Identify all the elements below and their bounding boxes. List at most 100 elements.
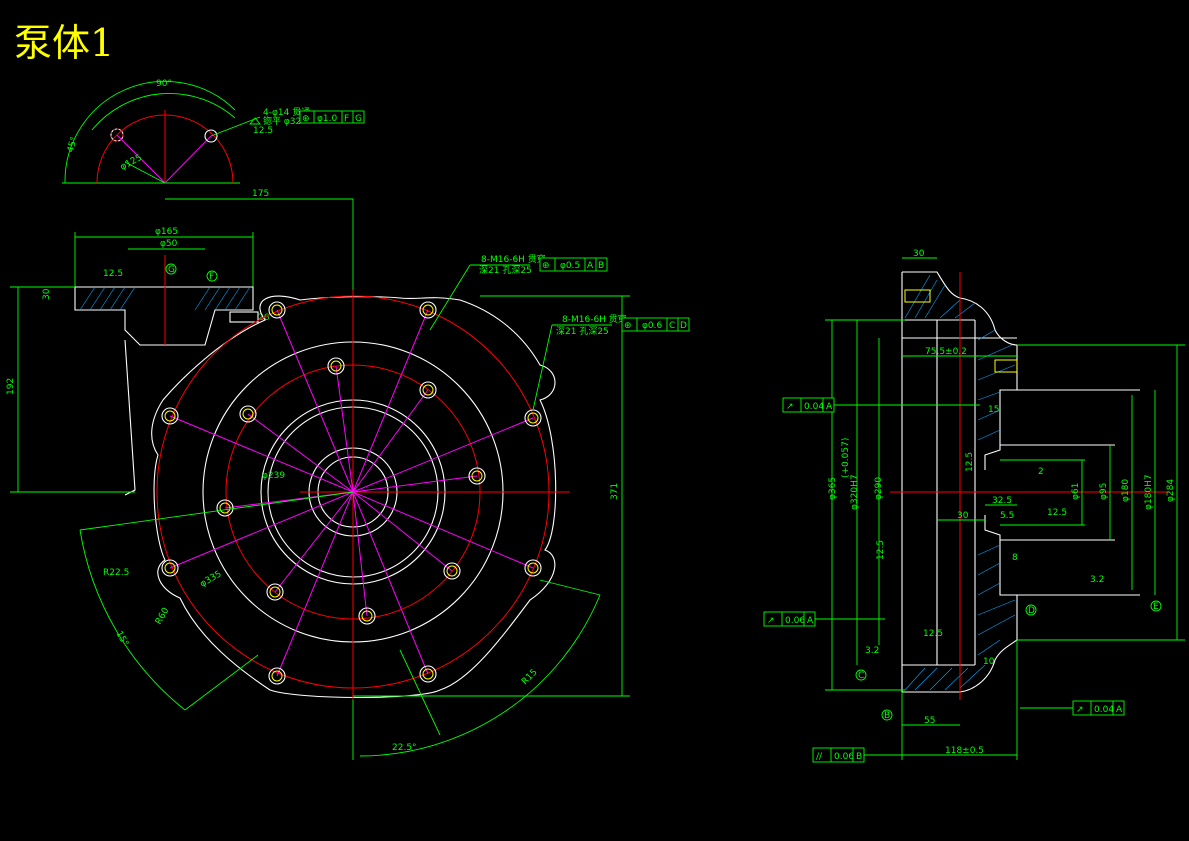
front-view: 175 φ165 φ50 12.5 G F 26 bbox=[6, 189, 690, 760]
section-dia-180: φ180 bbox=[1121, 479, 1131, 502]
detail-hole-left-cb bbox=[110, 128, 124, 142]
svg-text:0.04: 0.04 bbox=[1094, 705, 1114, 715]
detail-angle-label: 90° bbox=[156, 79, 172, 89]
front-inner-holes bbox=[216, 357, 486, 625]
front-thread2-depth: 深21 孔深25 bbox=[556, 326, 609, 337]
front-dim-r225: R22.5 bbox=[103, 568, 129, 578]
front-roughness-top: 12.5 bbox=[103, 269, 123, 279]
section-outline-top bbox=[902, 271, 1018, 470]
front-outer-holes bbox=[161, 301, 542, 685]
detail-roughness-icon bbox=[249, 117, 261, 125]
section-runout3: ↗ 0.04 A bbox=[1020, 700, 1125, 716]
front-thread1-spec: 8-M16-6H 贯穿 bbox=[481, 253, 546, 265]
svg-text:0.06: 0.06 bbox=[785, 616, 805, 626]
svg-text:A: A bbox=[1116, 705, 1123, 715]
section-bolt-right bbox=[994, 359, 1018, 373]
detail-leader bbox=[124, 161, 166, 184]
section-dia-320: φ320H7 bbox=[850, 474, 860, 510]
svg-text:⊕: ⊕ bbox=[624, 321, 632, 331]
section-parallel: // 0.06 B bbox=[812, 747, 902, 763]
front-datum-g: G bbox=[168, 265, 175, 275]
svg-text:↗: ↗ bbox=[786, 402, 794, 412]
svg-text://: // bbox=[816, 752, 823, 762]
section-label-125b: 12.5 bbox=[1047, 508, 1067, 518]
section-datum-d: D bbox=[1028, 606, 1035, 616]
section-runout2: ↗ 0.06 A bbox=[763, 611, 885, 627]
detail-tol-symbol: ⊕ bbox=[302, 114, 310, 124]
detail-tolerance-frame: ⊕ φ1.0 F G bbox=[299, 110, 365, 124]
section-datum-c: C bbox=[858, 671, 864, 681]
front-arc-r225 bbox=[79, 529, 186, 711]
section-dia-tol: (+0.057) bbox=[841, 438, 851, 478]
svg-text:B: B bbox=[856, 752, 862, 762]
section-dia-365: φ365 bbox=[828, 477, 838, 500]
detail-tol-datum1: F bbox=[344, 114, 349, 124]
svg-text:φ0.5: φ0.5 bbox=[560, 261, 580, 271]
detail-angle2-label: 45° bbox=[66, 136, 80, 154]
detail-angle-arc bbox=[91, 92, 236, 131]
section-label-15: 15 bbox=[988, 405, 999, 415]
detail-hole-right bbox=[204, 129, 218, 143]
section-hatch-bottom bbox=[904, 544, 1016, 691]
front-dim-30: 30 bbox=[42, 288, 52, 300]
front-thread2-spec: 8-M16-6H 贯穿 bbox=[562, 313, 627, 325]
front-dim-175: 175 bbox=[252, 189, 269, 199]
section-label-32: 3.2 bbox=[1090, 575, 1104, 585]
section-dia-290: φ290 bbox=[874, 477, 884, 500]
section-dim-30: 30 bbox=[913, 249, 925, 259]
front-dim-phi50: φ50 bbox=[160, 239, 178, 249]
detail-tol-datum2: G bbox=[355, 114, 362, 124]
section-dim-118: 118±0.5 bbox=[945, 746, 984, 756]
section-label-32b: 3.2 bbox=[865, 646, 879, 656]
section-runout1: ↗ 0.04 A bbox=[782, 397, 980, 413]
svg-text:0.06: 0.06 bbox=[834, 752, 854, 762]
section-view: 30 bbox=[763, 249, 1185, 763]
front-dim-15deg: 15° bbox=[113, 630, 130, 649]
svg-text:B: B bbox=[598, 261, 604, 271]
front-dim-phi165: φ165 bbox=[155, 227, 178, 237]
detail-line-left bbox=[116, 134, 166, 184]
svg-text:φ0.6: φ0.6 bbox=[642, 321, 663, 331]
front-arc-bottom bbox=[359, 594, 601, 757]
front-thread2-tolerance: ⊕ φ0.6 C D bbox=[621, 317, 690, 332]
svg-text:A: A bbox=[807, 616, 814, 626]
front-radial-lines bbox=[169, 309, 534, 677]
detail-counterbore: 锪平 φ32 bbox=[263, 115, 301, 127]
section-label-2: 2 bbox=[1038, 467, 1044, 477]
front-flange-hatch bbox=[79, 286, 251, 311]
section-dia-61: φ61 bbox=[1071, 483, 1081, 500]
section-dia-284: φ284 bbox=[1166, 479, 1176, 502]
section-label-55: 5.5 bbox=[1000, 511, 1014, 521]
front-dim-225deg: 22.5° bbox=[392, 743, 417, 753]
flange-detail: 90° 45° φ125 4-φ14 贯通 锪平 φ32 12.5 ⊕ φ1.0… bbox=[62, 79, 365, 184]
section-datum-b: B bbox=[884, 711, 890, 721]
section-datum-e: E bbox=[1153, 602, 1159, 612]
svg-text:0.04: 0.04 bbox=[804, 402, 824, 412]
front-small-slot bbox=[229, 311, 259, 323]
front-thread1-tolerance: ⊕ φ0.5 A B bbox=[539, 257, 608, 272]
section-bolt-top bbox=[904, 289, 931, 303]
svg-text:A: A bbox=[587, 261, 594, 271]
front-dim-r60: R60 bbox=[154, 606, 172, 627]
front-dim-phi239: φ239 bbox=[262, 471, 285, 481]
svg-text:↗: ↗ bbox=[1076, 705, 1084, 715]
svg-text:A: A bbox=[826, 402, 833, 412]
svg-text:C: C bbox=[669, 321, 675, 331]
detail-tol-value: φ1.0 bbox=[317, 114, 338, 124]
front-dim-371: 371 bbox=[610, 483, 620, 500]
svg-text:↗: ↗ bbox=[767, 616, 775, 626]
section-dia-180h7: φ180H7 bbox=[1144, 474, 1154, 510]
section-outline-bottom bbox=[902, 515, 1018, 693]
section-label-125: 12.5 bbox=[965, 452, 975, 472]
section-label-125d: 12.5 bbox=[876, 540, 886, 560]
front-datum-f: F bbox=[209, 272, 214, 282]
section-label-125c: 12.5 bbox=[923, 629, 943, 639]
detail-hole-spec: 4-φ14 贯通 bbox=[263, 107, 310, 118]
section-dim-55: 55 bbox=[924, 716, 935, 726]
section-label-325: 32.5 bbox=[992, 496, 1012, 506]
section-label-10: 10 bbox=[983, 657, 995, 667]
front-thread1-depth: 深21 孔深25 bbox=[479, 265, 532, 276]
front-volute-left bbox=[124, 339, 136, 496]
drawing-title: 泵体1 bbox=[14, 21, 114, 65]
